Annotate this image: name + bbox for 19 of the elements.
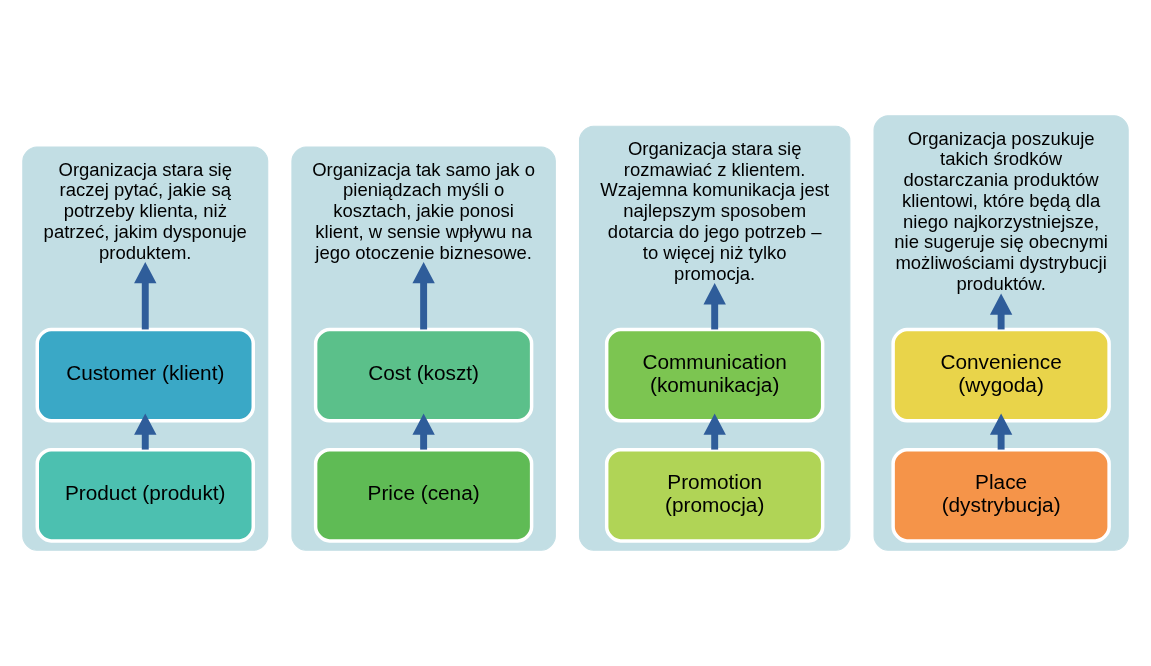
node-text: Organizacja stara się rozmawiać z klientem. Wzajemna komunikacja jest najlepszym sposobem dotarcia do jego potrzeb – to więcej niż tylko promocja. — [600, 137, 830, 284]
node-box: Price (cena) — [313, 447, 534, 543]
node-box: Communication (komunikacja) — [604, 327, 825, 423]
arrow — [703, 283, 726, 330]
cluster — [22, 146, 269, 551]
node-text: Organizacja tak samo jak o pieniądzach myśli o kosztach, jakie ponosi klient, w sensie wpływu na jego otoczenie biznesowe. — [312, 158, 535, 263]
node-text: Organizacja stara się raczej pytać, jakie są potrzeby klienta, niż patrzeć, jakim dysponuje produktem. — [43, 158, 247, 263]
cluster — [291, 146, 556, 551]
node-box: Convenience (wygoda) — [891, 327, 1111, 423]
arrow — [134, 262, 157, 330]
cluster — [578, 125, 851, 551]
node-box: Promotion (promocja) — [604, 447, 825, 543]
arrow — [412, 262, 435, 330]
node-box: Product (produkt) — [35, 447, 255, 543]
node-text: Organizacja poszukuje takich środków dostarczania produktów klientowi, które będą dla niego najkorzystniejsze, nie sugeruje się obecnymi możliwościami dystrybucji produktów. — [894, 127, 1108, 295]
node-box: Place (dystrybucja) — [891, 447, 1111, 543]
node-box: Customer (klient) — [35, 327, 255, 423]
cluster — [873, 115, 1129, 551]
node-box: Cost (koszt) — [313, 327, 534, 423]
